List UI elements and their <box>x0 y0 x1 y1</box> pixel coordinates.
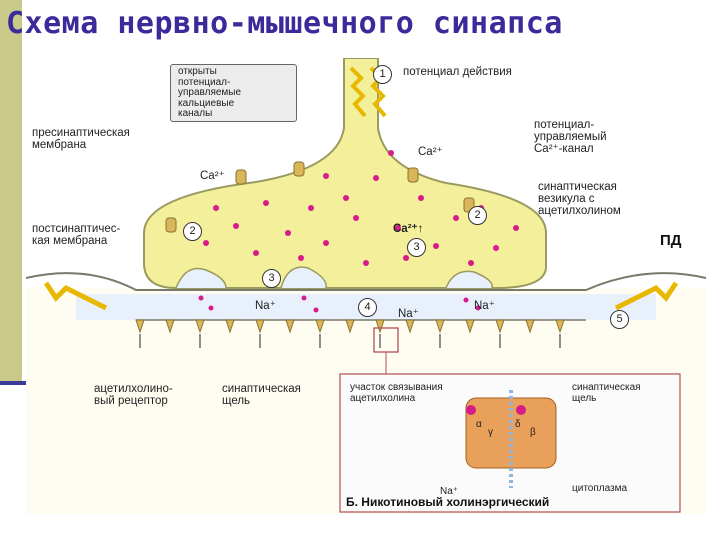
label-action-potential: потенциал действия <box>403 66 512 78</box>
ach-binding-site-right <box>516 405 526 415</box>
ion-ca-up: Ca²⁺↑ <box>393 223 423 235</box>
subunit-gamma: γ <box>488 428 493 439</box>
step-number-4: 4 <box>358 298 377 317</box>
title-side-bar <box>0 0 22 384</box>
subunit-beta: β <box>530 428 536 439</box>
label-synaptic-vesicle: синаптическая везикула с ацетилхолином <box>538 181 621 217</box>
ion-na-inset: Na⁺ <box>440 487 458 498</box>
subunit-alpha: α <box>476 420 482 431</box>
ach-binding-site-left <box>466 405 476 415</box>
ion-ca: Ca²⁺ <box>418 146 443 158</box>
label-inset-binding-site: участок связывания ацетилхолина <box>350 383 443 404</box>
ach-receptors <box>136 320 564 332</box>
label-voltage-ca-channel: потенциал- управляемый Ca²⁺-канал <box>534 119 607 155</box>
label-synaptic-cleft: синаптическая щель <box>222 383 301 407</box>
ion-na: Na⁺ <box>474 300 495 312</box>
label-postsynaptic-membrane: постсинаптичес- кая мембрана <box>32 223 120 247</box>
label-presynaptic-membrane: пресинаптическая мембрана <box>32 127 130 151</box>
label-open-channels: открыты потенциал- управляемые кальциевы… <box>178 67 241 120</box>
step-number-2: 2 <box>183 222 202 241</box>
step-number-2: 2 <box>468 206 487 225</box>
step-number-3: 3 <box>262 269 281 288</box>
subunit-delta: δ <box>515 420 521 431</box>
ion-na: Na⁺ <box>255 300 276 312</box>
slide-title: Схема нервно-мышечного синапса <box>6 6 563 41</box>
label-ach-receptor: ацетилхолино- вый рецептор <box>94 383 173 407</box>
step-number-5: 5 <box>610 310 629 329</box>
ion-ca: Ca²⁺ <box>200 170 225 182</box>
step-number-3: 3 <box>407 238 426 257</box>
pd-label: ПД <box>660 232 681 249</box>
label-inset-cytoplasm: цитоплазма <box>572 484 627 495</box>
label-inset-cleft: синаптическая щель <box>572 383 641 404</box>
step-number-1: 1 <box>373 65 392 84</box>
ion-na: Na⁺ <box>398 308 419 320</box>
